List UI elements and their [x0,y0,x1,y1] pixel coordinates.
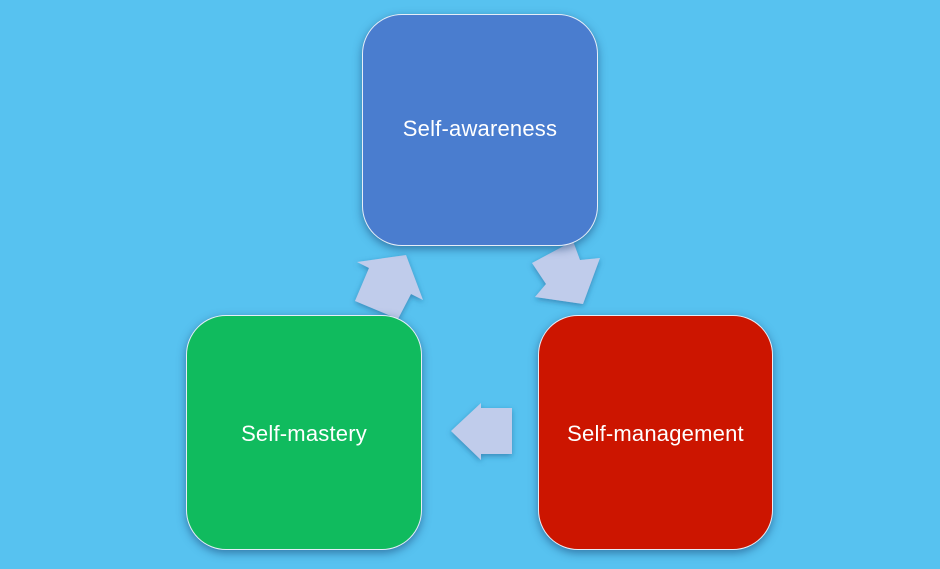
node-self-mastery: Self-mastery [186,315,422,550]
node-self-awareness: Self-awareness [362,14,598,246]
node-label: Self-awareness [402,116,558,141]
arrow-down-right-icon [532,241,600,304]
arrow-up-right-icon [355,255,423,319]
arrow-left-icon [451,403,512,460]
node-label: Self-management [567,420,744,446]
node-self-management: Self-management [538,315,773,550]
node-label: Self-mastery [241,420,367,446]
